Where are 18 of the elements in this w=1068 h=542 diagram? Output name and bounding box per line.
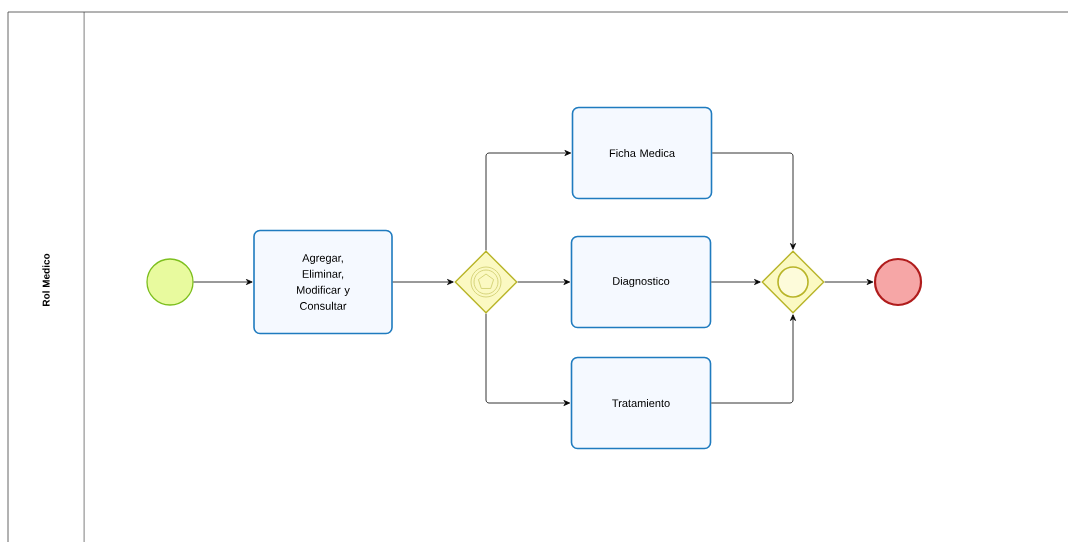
start-event-circle: [146, 258, 194, 306]
arrow: [824, 279, 874, 285]
arrow: [392, 279, 454, 285]
arrow: [485, 150, 572, 251]
task-box: Agregar, Eliminar, Modificar y Consultar: [253, 229, 393, 335]
arrow: [193, 279, 253, 285]
task-box: Ficha Medica: [571, 106, 713, 200]
arrow: [711, 152, 796, 250]
arrow: [710, 279, 761, 285]
arrow: [710, 314, 796, 404]
arrow: [517, 279, 571, 285]
task-box: Diagnostico: [570, 235, 712, 329]
arrow: [485, 313, 571, 406]
end-event-circle: [873, 257, 923, 307]
lane-label: Rol Medico: [42, 253, 50, 306]
gateway-diamond: [454, 250, 518, 314]
gateway-diamond: [761, 250, 825, 314]
task-box: Tratamiento: [570, 356, 712, 450]
